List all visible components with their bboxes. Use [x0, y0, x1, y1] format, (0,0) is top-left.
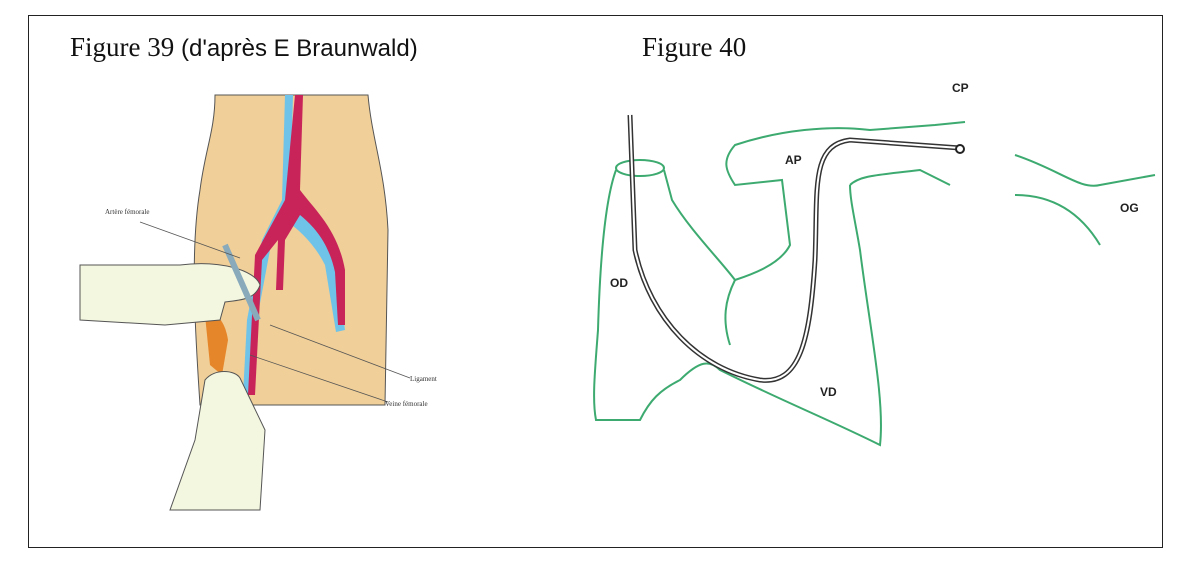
femoral-puncture-illustration: Artère fémorale Ligament Veine fémorale	[79, 94, 437, 511]
label-ligament: Ligament	[410, 375, 437, 383]
document-frame	[28, 15, 1163, 548]
label-og: OG	[1120, 201, 1139, 215]
figure-39-credit: (d'après E Braunwald)	[181, 35, 418, 62]
label-femoral-artery: Artère fémorale	[105, 208, 150, 216]
figure-39-caption: Figure 39 (d'après E Braunwald)	[70, 32, 418, 63]
catheter-tip	[955, 144, 965, 154]
label-vd: VD	[820, 385, 837, 399]
label-cp: CP	[952, 81, 969, 95]
label-femoral-vein: Veine fémorale	[385, 400, 428, 408]
label-ap: AP	[785, 153, 802, 167]
figure-40-title: Figure 40	[642, 32, 747, 62]
heart-catheter-diagram	[593, 121, 1156, 447]
label-od: OD	[610, 276, 628, 290]
figure-39-title: Figure 39	[70, 32, 175, 62]
